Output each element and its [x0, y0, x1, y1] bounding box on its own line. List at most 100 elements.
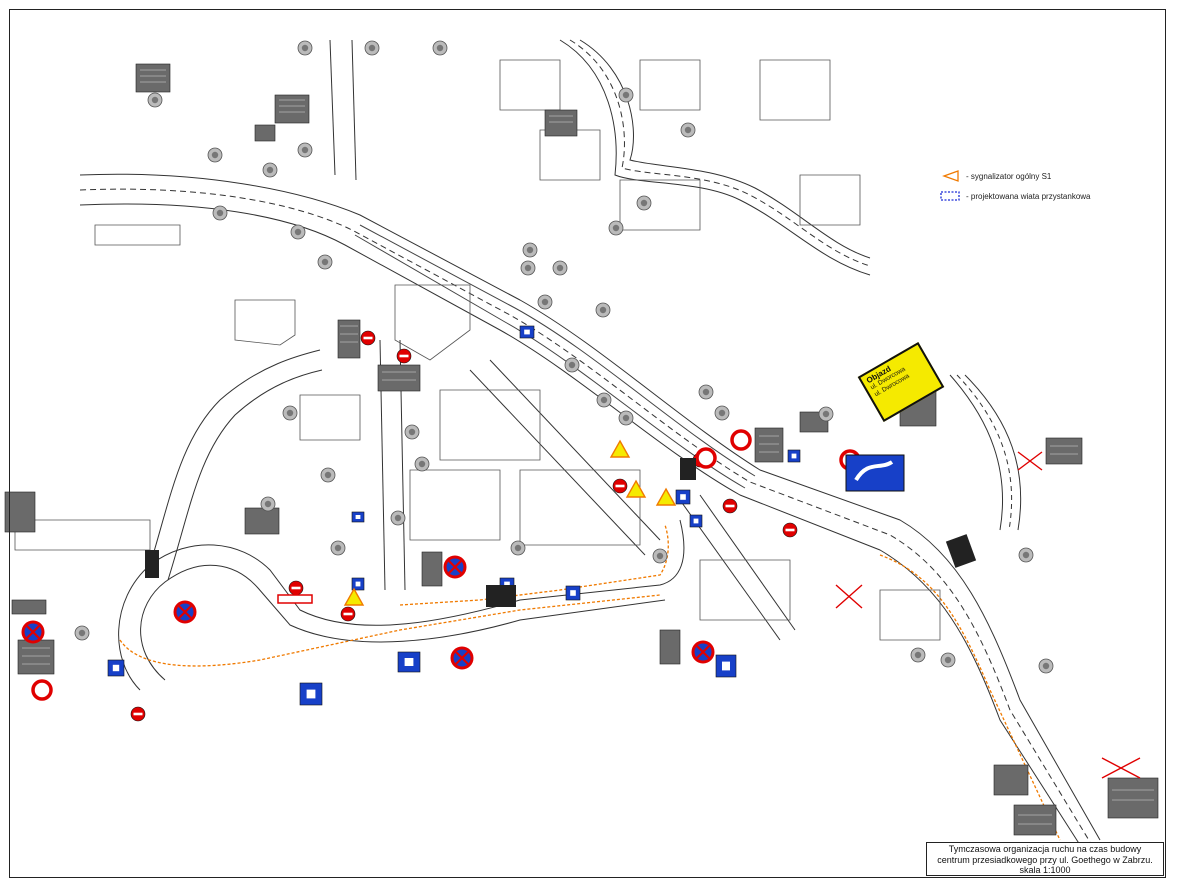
main-road-edge-north	[79, 173, 1101, 841]
information-sign-icon	[715, 654, 737, 678]
sign-board	[11, 599, 47, 615]
prohibition-sign-icon	[695, 447, 717, 469]
temporary-route	[119, 594, 661, 667]
existing-sign-icon	[522, 242, 538, 258]
existing-sign-icon	[260, 496, 276, 512]
sign-board	[17, 639, 55, 675]
existing-sign-icon	[317, 254, 333, 270]
sign-board	[544, 109, 578, 137]
warning-sign-icon	[655, 487, 677, 506]
legend-item-shelter: - projektowana wiata przystankowa	[938, 186, 1091, 206]
existing-sign-icon	[390, 510, 406, 526]
information-sign-icon	[351, 577, 365, 591]
prohibition-sign-icon	[730, 429, 752, 451]
sign-board	[754, 427, 784, 463]
sign-board	[337, 319, 361, 359]
existing-sign-icon	[432, 40, 448, 56]
warning-sign-icon	[609, 439, 631, 458]
existing-sign-icon	[552, 260, 568, 276]
sign-board	[1013, 804, 1057, 836]
building-outline	[639, 59, 701, 111]
existing-sign-icon	[910, 647, 926, 663]
existing-sign-icon	[1038, 658, 1054, 674]
legend-item-signal: - sygnalizator ogólny S1	[938, 166, 1091, 186]
existing-sign-icon	[818, 406, 834, 422]
street-loop-inner-west	[167, 369, 323, 581]
street-loop-outer	[118, 519, 685, 691]
existing-sign-icon	[290, 224, 306, 240]
existing-sign-icon	[520, 260, 536, 276]
existing-sign-icon	[297, 142, 313, 158]
sign-board	[421, 551, 443, 587]
existing-sign-icon	[940, 652, 956, 668]
existing-sign-icon	[414, 456, 430, 472]
legend-label-shelter: - projektowana wiata przystankowa	[966, 191, 1091, 201]
existing-sign-icon	[297, 40, 313, 56]
information-sign-icon	[397, 651, 421, 673]
existing-sign-icon	[262, 162, 278, 178]
existing-sign-icon	[652, 548, 668, 564]
existing-sign-icon	[364, 40, 380, 56]
existing-sign-icon	[330, 540, 346, 556]
sign-board	[1107, 777, 1159, 819]
information-sign-icon	[351, 511, 365, 523]
sign-board	[274, 94, 310, 124]
warning-sign-icon	[343, 587, 365, 606]
diversion-info-sign	[845, 454, 905, 492]
building-outline	[759, 59, 831, 121]
information-sign-icon	[565, 585, 581, 601]
existing-sign-icon	[714, 405, 730, 421]
street-east	[964, 374, 1022, 531]
no-entry-sign-icon	[288, 580, 304, 596]
sign-board	[993, 764, 1029, 796]
building-outline	[234, 299, 296, 346]
street-connector	[469, 369, 646, 556]
existing-sign-icon	[608, 220, 624, 236]
building-outline	[94, 224, 181, 246]
main-road-centre-line	[79, 188, 1091, 843]
no-entry-sign-icon	[782, 522, 798, 538]
warning-sign-icon	[625, 479, 647, 498]
existing-sign-icon	[537, 294, 553, 310]
no-entry-sign-icon	[722, 498, 738, 514]
no-entry-sign-icon	[130, 706, 146, 722]
orange-triangle-icon	[938, 170, 962, 182]
tram-track	[359, 224, 756, 477]
roadworks-block	[486, 585, 516, 607]
sign-board	[4, 491, 36, 533]
roadworks-block	[145, 550, 159, 578]
existing-sign-icon	[680, 122, 696, 138]
street-loop-inner	[140, 564, 666, 681]
building-outline	[519, 469, 641, 546]
removed-sign-cross	[1101, 757, 1141, 779]
building-outline	[394, 284, 471, 361]
sign-board	[659, 629, 681, 665]
street-east	[949, 374, 1003, 531]
building-outline	[439, 389, 541, 461]
existing-sign-icon	[320, 467, 336, 483]
building-outline	[619, 179, 701, 231]
no-entry-sign-icon	[360, 330, 376, 346]
temporary-route	[879, 554, 1061, 841]
building-outline	[299, 394, 361, 441]
no-stopping-sign-icon	[691, 640, 715, 664]
roadworks-block	[945, 534, 977, 568]
street-north	[329, 39, 336, 176]
no-entry-sign-icon	[340, 606, 356, 622]
title-line-1: Tymczasowa organizacja ruchu na czas bud…	[948, 844, 1142, 854]
street-southeast	[699, 494, 796, 631]
existing-sign-icon	[404, 424, 420, 440]
information-sign-icon	[675, 489, 691, 505]
title-block: Tymczasowa organizacja ruchu na czas bud…	[926, 842, 1164, 876]
existing-sign-icon	[596, 392, 612, 408]
prohibition-sign-icon	[31, 679, 53, 701]
sign-board	[377, 364, 421, 392]
sign-board	[135, 63, 171, 93]
building-outline	[879, 589, 941, 641]
main-road-edge-south	[79, 203, 1081, 846]
no-stopping-sign-icon	[443, 555, 467, 579]
information-sign-icon	[519, 325, 535, 339]
existing-sign-icon	[636, 195, 652, 211]
roadworks-block	[680, 458, 696, 480]
